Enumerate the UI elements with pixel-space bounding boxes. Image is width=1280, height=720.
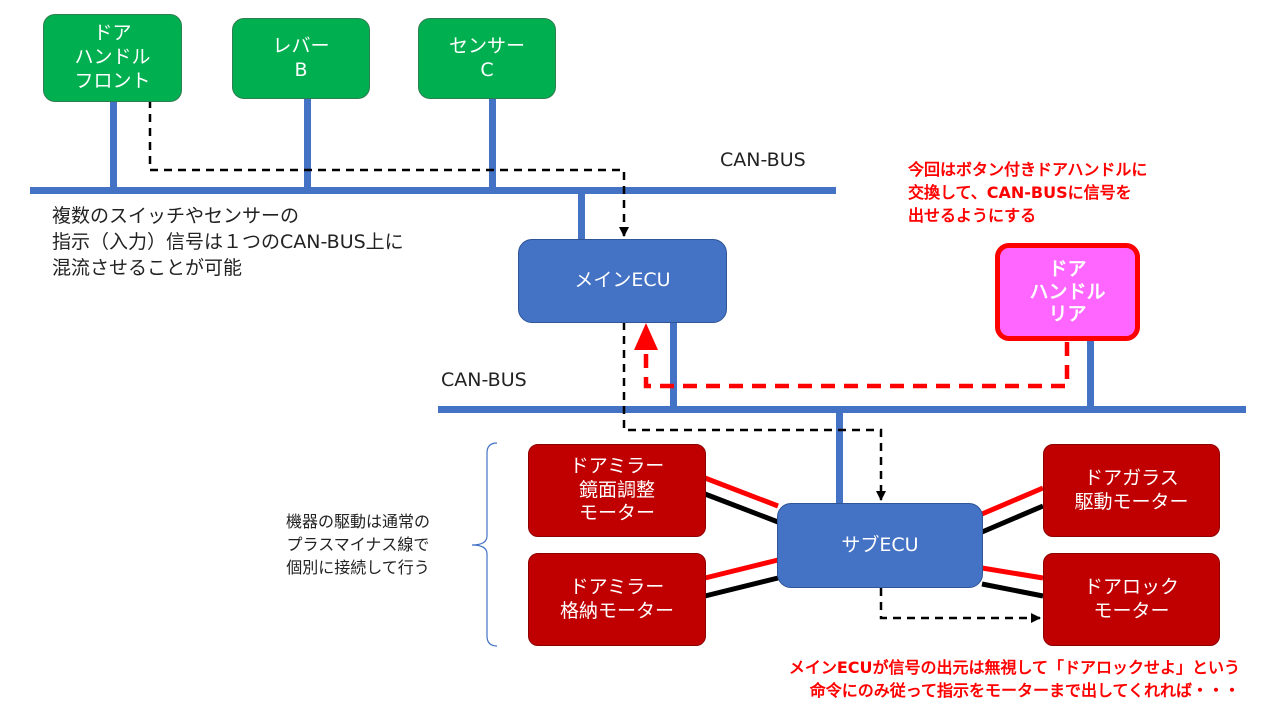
drop-sub-ecu [836,412,843,504]
lever-b-box: レバー B [232,18,370,99]
bottom-note: メインECUが信号の出元は無視して「ドアロックせよ」という 命令にのみ従って指示… [788,658,1240,701]
sensor-c-box: センサー C [418,18,556,99]
drop-door-handle-front [110,100,117,188]
can-bus-upper-line [30,187,836,194]
can-bus-upper-label: CAN-BUS [720,149,806,171]
drop-rear-handle [1087,339,1094,407]
door-handle-front-box: ドア ハンドル フロント [43,14,182,102]
drop-main-ecu-lower [670,322,677,407]
main-ecu-box: メインECU [518,239,727,323]
door-lock-motor-box: ドアロック モーター [1043,553,1220,646]
signal-path-rear-to-main [643,342,1070,389]
red-arrowhead [634,323,658,350]
signal-path-main-to-sub [622,322,886,501]
sub-ecu-box: サブECU [777,503,983,588]
drop-sensor-c [489,98,496,188]
door-handle-rear-box: ドア ハンドル リア [995,243,1140,341]
signal-path-sub-to-lock [879,588,1041,623]
mirror-adjust-motor-box: ドアミラー 鏡面調整 モーター [528,444,706,537]
drive-wires [704,475,1044,599]
rear-handle-note: 今回はボタン付きドアハンドルに 交換して、CAN-BUSに信号を 出せるようにす… [908,160,1148,226]
drop-lever-b [304,97,311,188]
signal-path-front-to-main [148,100,629,237]
glass-drive-motor-box: ドアガラス 駆動モーター [1043,444,1220,537]
can-bus-lower-label: CAN-BUS [441,369,527,391]
drive-note: 機器の駆動は通常の プラスマイナス線で 個別に接続して行う [285,512,430,578]
grouping-bracket [471,442,498,647]
drop-main-ecu-upper [578,193,585,241]
mirror-fold-motor-box: ドアミラー 格納モーター [528,553,706,646]
can-bus-lower-line [438,406,1246,413]
multiplex-note: 複数のスイッチやセンサーの 指示（入力）信号は１つのCAN-BUS上に 混流させ… [52,205,404,279]
